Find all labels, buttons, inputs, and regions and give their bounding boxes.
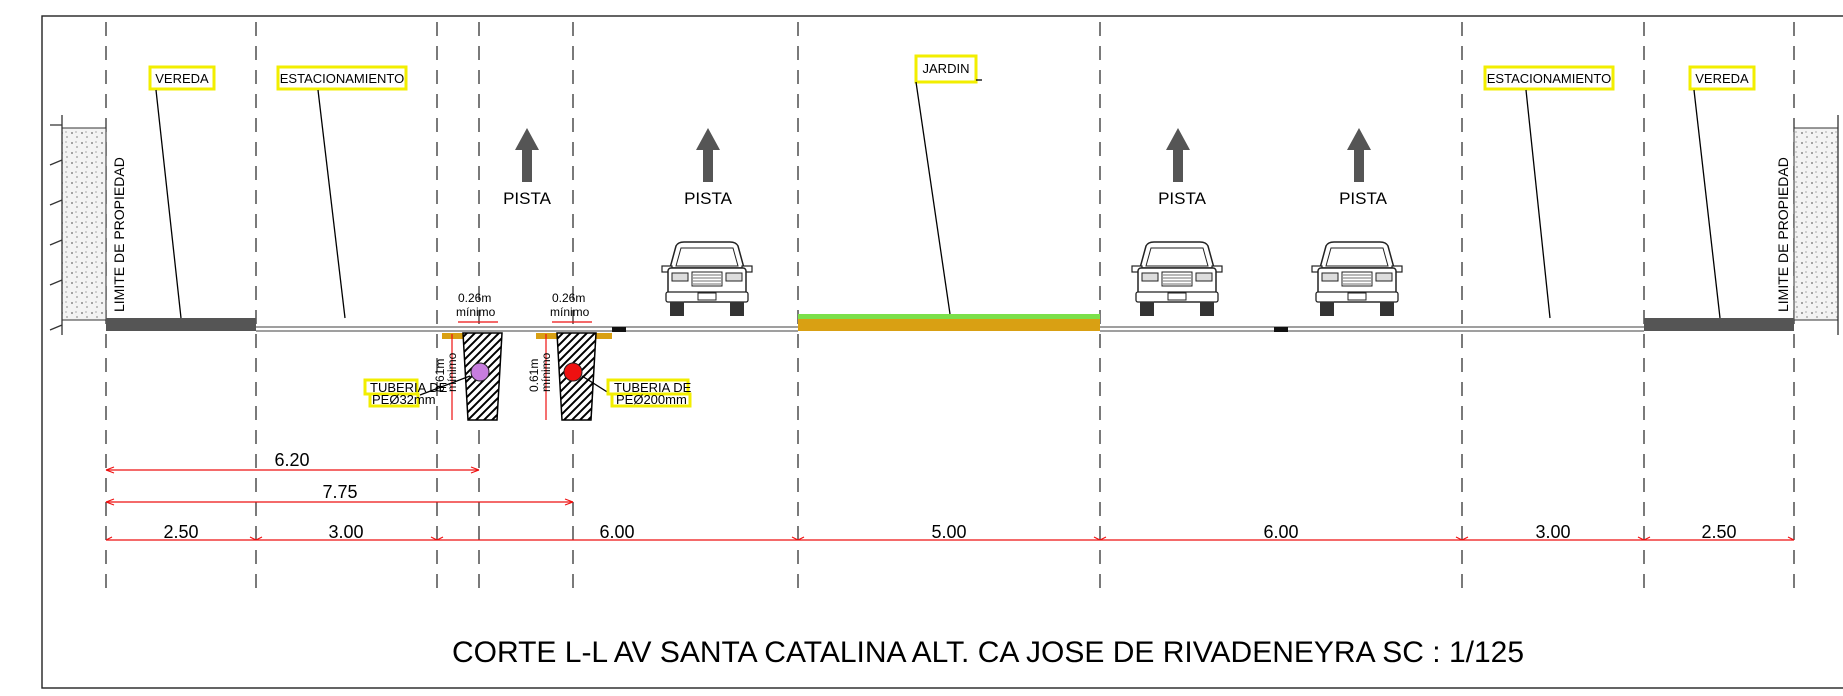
sidewalk-left [106, 318, 256, 331]
pipe-right-label-1: TUBERIA DE [614, 380, 692, 395]
drawing-frame [41, 15, 1843, 689]
svg-text:VEREDA: VEREDA [155, 71, 209, 86]
pavement [106, 314, 1794, 332]
trench-right-width-note: mínimo [550, 305, 590, 319]
lane-label: PISTA [684, 189, 733, 208]
car-icon [1311, 241, 1403, 317]
dimension-segments: 2.50 3.00 6.00 5.00 6.00 3.00 2.50 [105, 522, 1795, 542]
trench-right: 0.26m mínimo 0.61m mínimo TUBERIA DE PEØ… [527, 291, 692, 421]
pipe-icon [563, 362, 583, 382]
pipe-icon [470, 362, 490, 382]
trench-left-width: 0.26m [458, 291, 491, 305]
dimension-775: 7.75 [105, 482, 574, 506]
pipe-right-label-2: PEØ200mm [616, 392, 687, 407]
trench-right-depth: 0.61m [527, 359, 541, 392]
label-vereda-left: VEREDA [148, 65, 216, 319]
svg-text:3.00: 3.00 [328, 522, 363, 542]
property-limit-right-label: LIMITE DE PROPIEDAD [1775, 157, 1791, 312]
svg-text:VEREDA: VEREDA [1695, 71, 1749, 86]
svg-text:ESTACIONAMIENTO: ESTACIONAMIENTO [1487, 71, 1611, 86]
svg-text:2.50: 2.50 [163, 522, 198, 542]
svg-text:JARDIN: JARDIN [923, 61, 970, 76]
svg-text:7.75: 7.75 [322, 482, 357, 502]
svg-text:6.20: 6.20 [274, 450, 309, 470]
trench-left: 0.26m mínimo 0.61m mínimo TUBERIA DE PEØ… [363, 291, 503, 421]
svg-text:5.00: 5.00 [931, 522, 966, 542]
trench-right-depth-note: mínimo [539, 352, 553, 392]
garden-soil [798, 318, 1100, 331]
trench-left-width-note: mínimo [456, 305, 496, 319]
trench-left-depth: 0.61m [433, 359, 447, 392]
up-arrow-icon [515, 128, 539, 182]
drawing-title: CORTE L-L AV SANTA CATALINA ALT. CA JOSE… [452, 636, 1524, 669]
svg-text:3.00: 3.00 [1535, 522, 1570, 542]
sidewalk-right [1644, 318, 1794, 331]
trench-right-width: 0.26m [552, 291, 585, 305]
svg-text:ESTACIONAMIENTO: ESTACIONAMIENTO [280, 71, 404, 86]
label-estacionamiento-left: ESTACIONAMIENTO [276, 65, 408, 319]
property-limit-left-label: LIMITE DE PROPIEDAD [111, 157, 127, 312]
dimension-620: 6.20 [105, 450, 480, 474]
up-arrow-icon [696, 128, 720, 182]
grid-lines [105, 22, 1795, 590]
car-icon [661, 241, 753, 317]
label-jardin: JARDIN [914, 54, 982, 315]
pipe-left-label-2: PEØ32mm [372, 392, 436, 407]
up-arrow-icon [1166, 128, 1190, 182]
label-estacionamiento-right: ESTACIONAMIENTO [1483, 65, 1615, 319]
garden-grass [798, 314, 1100, 319]
svg-text:6.00: 6.00 [1263, 522, 1298, 542]
property-wall-right [1793, 115, 1839, 335]
lane-label: PISTA [503, 189, 552, 208]
property-wall-left [49, 115, 107, 335]
label-vereda-right: VEREDA [1688, 65, 1756, 319]
car-icon [1131, 241, 1223, 317]
lane-label: PISTA [1339, 189, 1388, 208]
svg-text:6.00: 6.00 [599, 522, 634, 542]
svg-text:2.50: 2.50 [1701, 522, 1736, 542]
up-arrow-icon [1347, 128, 1371, 182]
pipe-left-label-1: TUBERIA DE [370, 380, 448, 395]
lane-label: PISTA [1158, 189, 1207, 208]
